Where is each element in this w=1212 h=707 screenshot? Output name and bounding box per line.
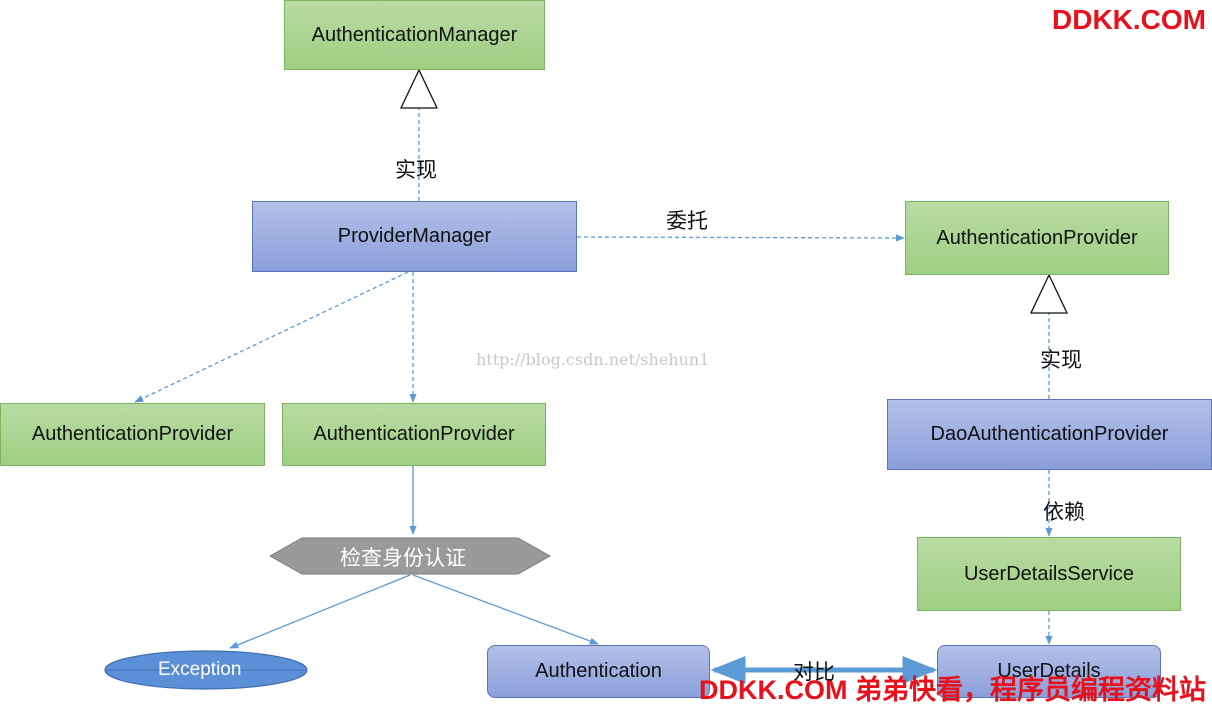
authentication-provider-top-label: AuthenticationProvider — [936, 226, 1138, 249]
user-details-service-label: UserDetailsService — [963, 562, 1135, 585]
manager-to-provider-left-connector — [134, 271, 409, 403]
brand-top: DDKK.COM — [1052, 4, 1206, 35]
user-details-service-box: UserDetailsService — [917, 537, 1181, 611]
implements-label-1: 实现 — [395, 158, 437, 182]
authentication-manager-box: AuthenticationManager — [284, 0, 545, 70]
depends-label: 依赖 — [1043, 500, 1085, 524]
user-details-label: UserDetails — [997, 660, 1101, 682]
check-identity-label: 检查身份认证 — [340, 546, 466, 570]
authentication-provider-top-box: AuthenticationProvider — [905, 201, 1169, 275]
inheritance-triangle-provider — [1029, 273, 1069, 314]
blog-url-watermark: http://blog.csdn.net/shehun1 — [476, 350, 710, 369]
exception-label: Exception — [158, 659, 242, 680]
authentication-manager-label: AuthenticationManager — [311, 23, 518, 46]
user-details-box: UserDetails — [937, 645, 1161, 698]
compare-label: 对比 — [793, 660, 835, 684]
brand-bottom: DDKK.COM 弟弟快看，程序员编程资料站 — [699, 675, 1206, 705]
dao-authentication-provider-box: DaoAuthenticationProvider — [887, 399, 1212, 470]
provider-manager-label: ProviderManager — [337, 225, 492, 247]
authentication-provider-left-box: AuthenticationProvider — [0, 403, 265, 466]
dao-authentication-provider-label: DaoAuthenticationProvider — [930, 423, 1169, 445]
provider-manager-box: ProviderManager — [252, 201, 577, 272]
check-to-exception-connector — [229, 574, 411, 649]
authentication-provider-mid-box: AuthenticationProvider — [282, 403, 546, 466]
inheritance-triangle-manager — [399, 68, 439, 109]
authentication-provider-mid-label: AuthenticationProvider — [313, 423, 515, 445]
check-identity-hexagon — [268, 537, 552, 575]
authentication-label: Authentication — [535, 660, 662, 682]
delegate-label: 委托 — [666, 209, 708, 233]
authentication-box: Authentication — [487, 645, 710, 698]
check-to-authentication-connector — [412, 574, 599, 645]
authentication-provider-left-label: AuthenticationProvider — [31, 423, 234, 445]
implements-label-2: 实现 — [1040, 348, 1082, 372]
delegate-connector — [576, 234, 905, 242]
